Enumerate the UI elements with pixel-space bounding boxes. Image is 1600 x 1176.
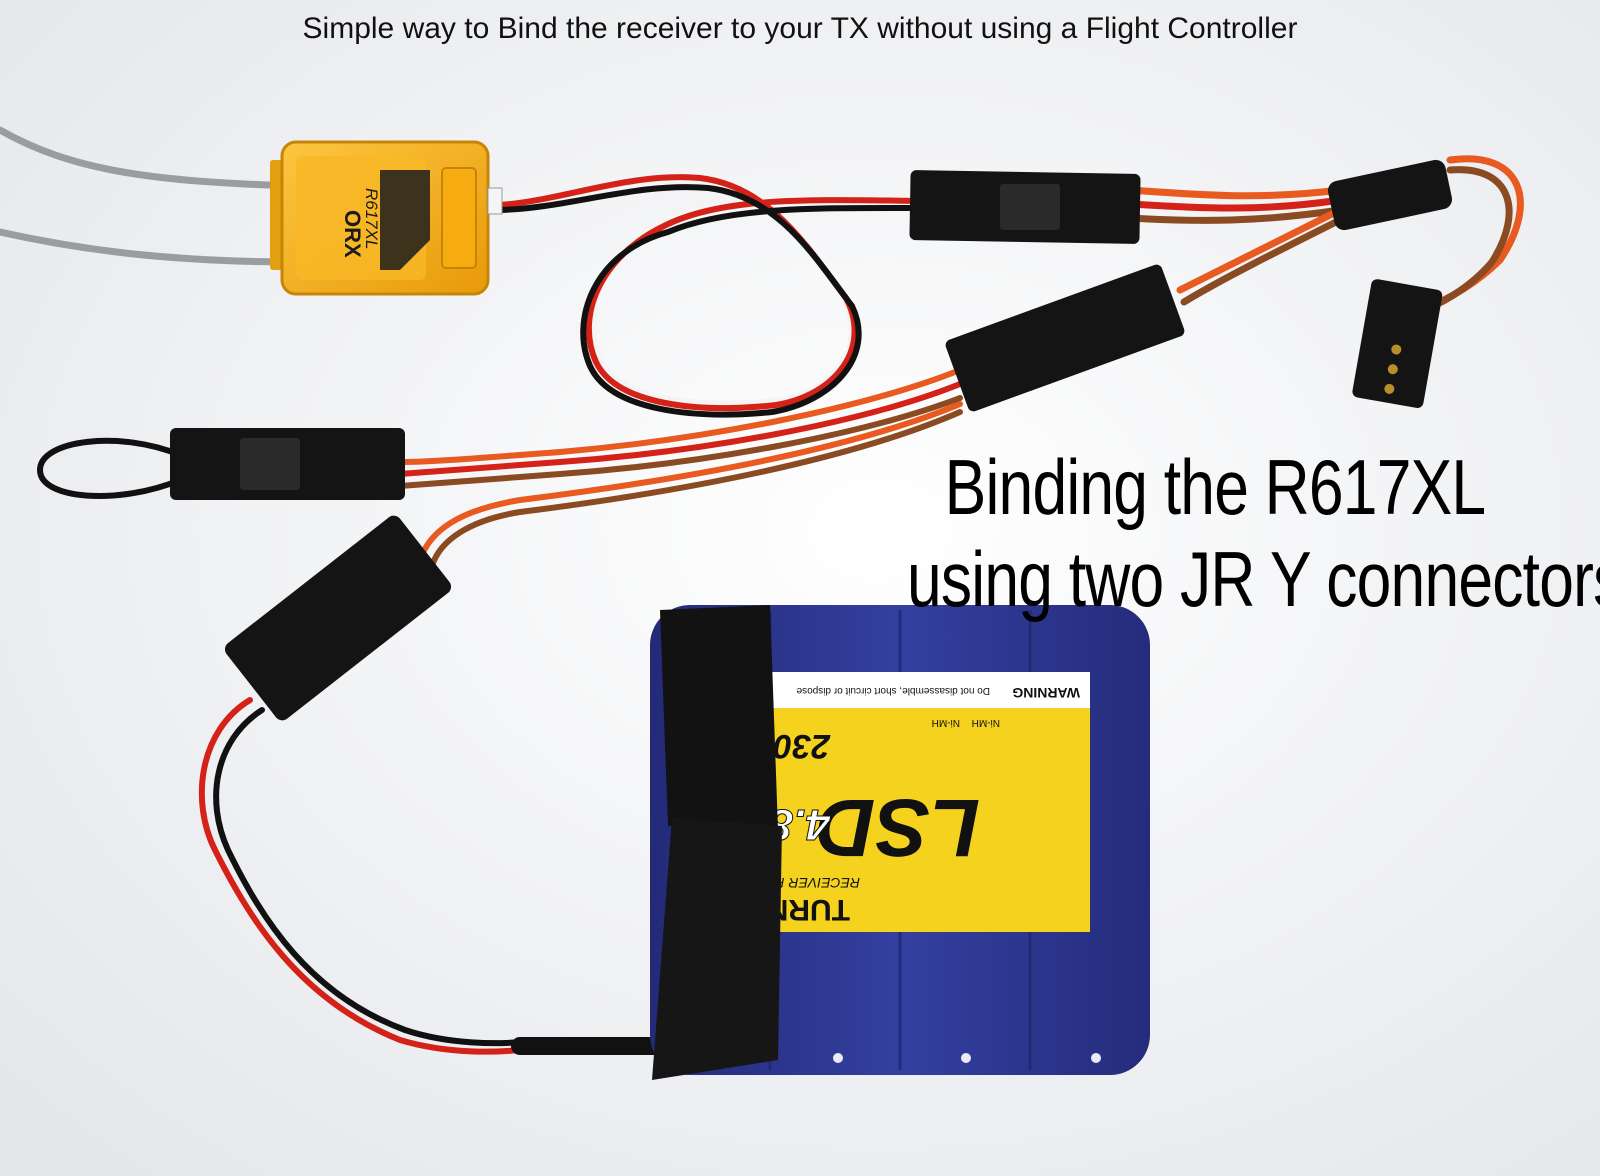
lower-harness-wires	[397, 367, 963, 569]
battery-chem-label-1: Ni-MH	[972, 717, 1000, 728]
top-caption: Simple way to Bind the receiver to your …	[302, 12, 1298, 45]
battery-label	[770, 672, 1090, 932]
upper-y-harness-wires	[1126, 155, 1524, 319]
connector-battery-plug	[224, 515, 452, 721]
receiver-r617xl: ORX R617XL	[270, 140, 503, 296]
connector-servo-plug	[1352, 279, 1443, 408]
battery-brand: LSD	[816, 782, 980, 873]
battery-chem-label-2: Ni-MH	[932, 717, 960, 728]
connectors	[170, 159, 1453, 721]
receiver-model-label: R617XL	[362, 188, 381, 249]
black-tape-upper	[660, 605, 778, 830]
caption-title-line-1: Binding the R617XL	[944, 443, 1486, 531]
battery-lead	[198, 697, 669, 1055]
caption-title-line-2: using two JR Y connectors.	[907, 535, 1600, 623]
connector-upper-y-junction	[1327, 159, 1453, 231]
bind-jumper-loop	[36, 437, 182, 500]
antenna-wires	[0, 126, 304, 266]
battery-warning-label: WARNING	[1012, 685, 1080, 701]
battery-warning-text: Do not disassemble, short circuit or dis…	[796, 685, 990, 696]
receiver-brand-label: ORX	[340, 210, 365, 258]
twisted-servo-lead	[497, 164, 933, 418]
black-tape-lower	[652, 818, 782, 1080]
connector-y-branch-female	[945, 264, 1185, 412]
battery-pack: LSD 4.8V 2300mA RECEIVER PACK WARNING Do…	[650, 605, 1150, 1080]
